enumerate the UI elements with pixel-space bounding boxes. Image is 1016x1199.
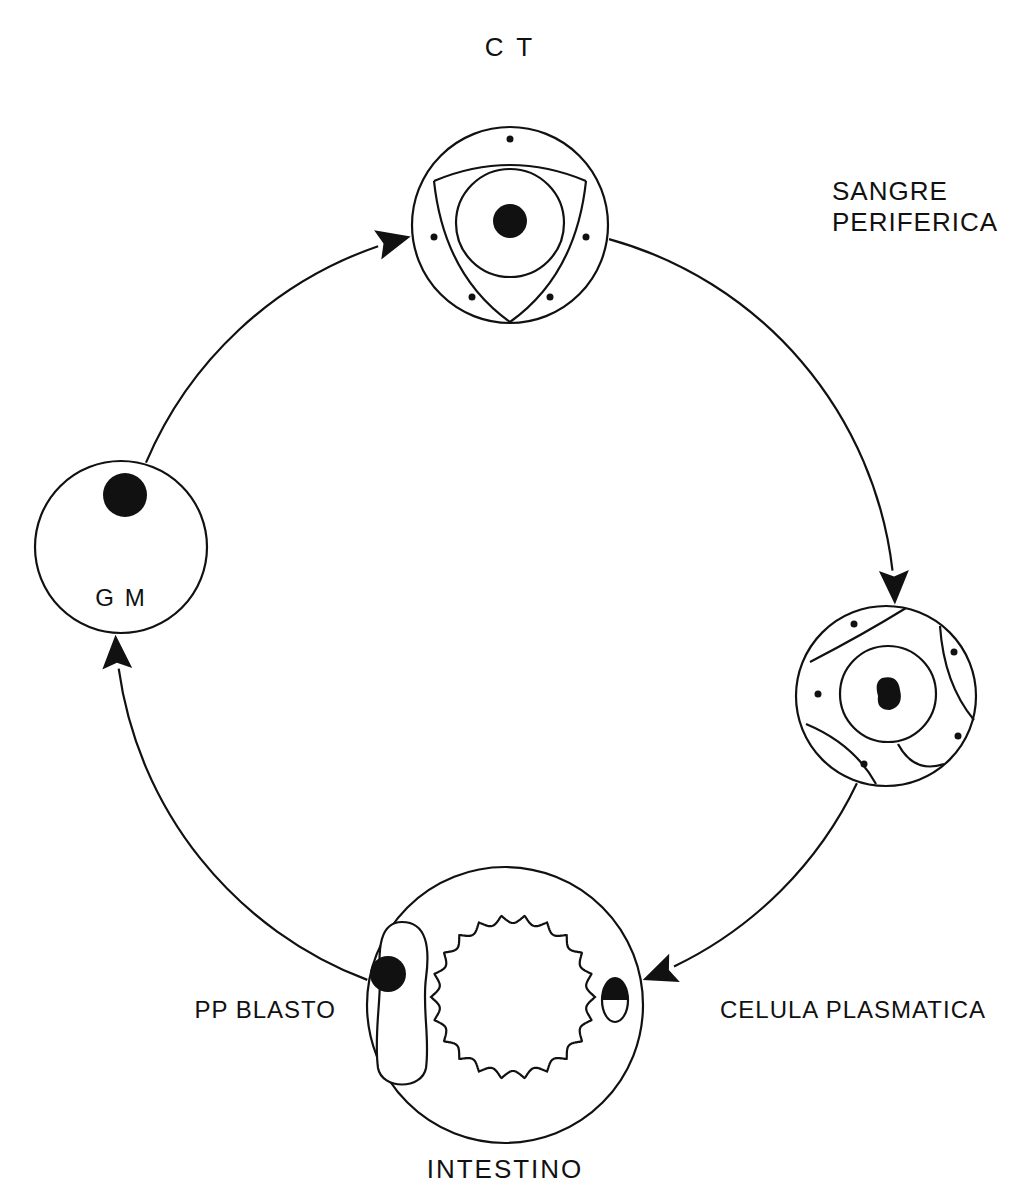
intestine-outline xyxy=(367,867,643,1143)
cell-label: CELULA PLASMATICA xyxy=(720,996,986,1025)
arrow-head xyxy=(643,954,680,982)
cell-outline xyxy=(602,978,628,1022)
intestine-circle: INTESTINOPP BLASTOCELULA PLASMATICA xyxy=(365,865,645,1145)
cycle-line xyxy=(674,783,857,966)
nucleolus xyxy=(493,204,527,238)
granule-dot xyxy=(583,234,590,241)
arrow-head xyxy=(102,635,132,670)
granule-dot xyxy=(955,733,962,740)
node-shape xyxy=(410,125,610,325)
intestinal-lumen xyxy=(431,916,595,1078)
nuclear-outline xyxy=(840,646,936,742)
cell-label: PP BLASTO xyxy=(194,996,336,1025)
cell-outline xyxy=(412,127,608,323)
granule-dot xyxy=(851,621,858,628)
nucleus xyxy=(602,978,628,1000)
nucleolus xyxy=(877,677,901,710)
nuclear-outline xyxy=(456,169,564,277)
cell-label: G M xyxy=(95,584,146,613)
node-shape xyxy=(600,976,630,1024)
cell-label: C T xyxy=(485,32,535,63)
node-shape xyxy=(794,604,978,788)
arrow-head xyxy=(879,570,909,604)
cycle-line xyxy=(119,669,368,980)
cell-label: SANGRE PERIFERICA xyxy=(832,176,1010,238)
cycle-arrow xyxy=(102,635,367,980)
granule-dot xyxy=(431,234,438,241)
nucleus xyxy=(103,473,147,517)
cycle-line xyxy=(609,239,893,570)
granule-dot xyxy=(861,761,868,768)
cytoplasm-line xyxy=(940,626,974,720)
cell-shape: CELULA PLASMATICA xyxy=(600,976,630,1024)
cell-outline xyxy=(796,606,976,786)
granule-dot xyxy=(469,294,476,301)
cell-circle: SANGRE PERIFERICA xyxy=(794,604,978,788)
cycle-arrow xyxy=(146,230,411,462)
arrow-head xyxy=(374,230,411,259)
nucleus xyxy=(370,956,406,992)
granule-dot xyxy=(815,691,822,698)
granule-dot xyxy=(507,136,514,143)
cytoplasm-line xyxy=(898,744,944,767)
cell-outline xyxy=(377,922,428,1085)
node-shape xyxy=(372,918,430,1090)
cycle-line xyxy=(146,246,378,462)
cell-shape: PP BLASTO xyxy=(372,918,430,1090)
cell-outline xyxy=(35,461,207,633)
granule-dot xyxy=(951,649,958,656)
cycle-arrow xyxy=(609,239,909,604)
cell-circle: C T xyxy=(410,125,610,325)
cell-circle: G M xyxy=(33,459,209,635)
granule-dot xyxy=(547,294,554,301)
cell-label: INTESTINO xyxy=(427,1154,584,1185)
cycle-arrow xyxy=(643,783,857,982)
